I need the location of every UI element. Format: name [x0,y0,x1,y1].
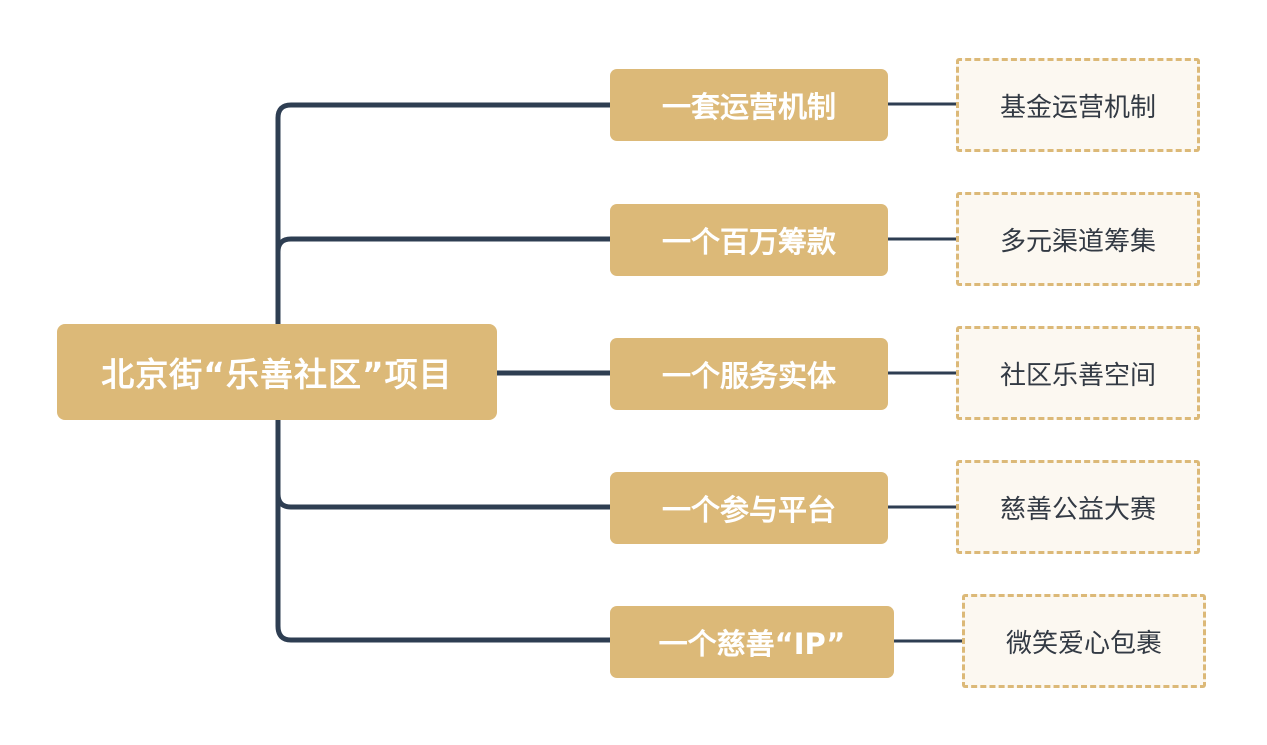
connector-root-branch-2 [275,236,613,327]
branch-node-participation-platform: 一个参与平台 [610,472,888,544]
leaf-node-community-space: 社区乐善空间 [956,326,1200,420]
branch-node-million-fundraising: 一个百万筹款 [610,204,888,276]
branch-node-operation-mechanism: 一套运营机制 [610,69,888,141]
leaf-node-charity-contest: 慈善公益大赛 [956,460,1200,554]
trunk-connector-lower [275,417,613,643]
trunk-connector [275,102,613,327]
leaf-node-fund-operation: 基金运营机制 [956,58,1200,152]
root-node: 北京街“乐善社区”项目 [57,324,497,420]
branch-node-service-entity: 一个服务实体 [610,338,888,410]
connector-root-branch-4 [275,417,613,510]
branch-node-charity-ip: 一个慈善“IP” [610,606,894,678]
leaf-node-smile-package: 微笑爱心包裹 [962,594,1206,688]
leaf-node-multichannel-raising: 多元渠道筹集 [956,192,1200,286]
